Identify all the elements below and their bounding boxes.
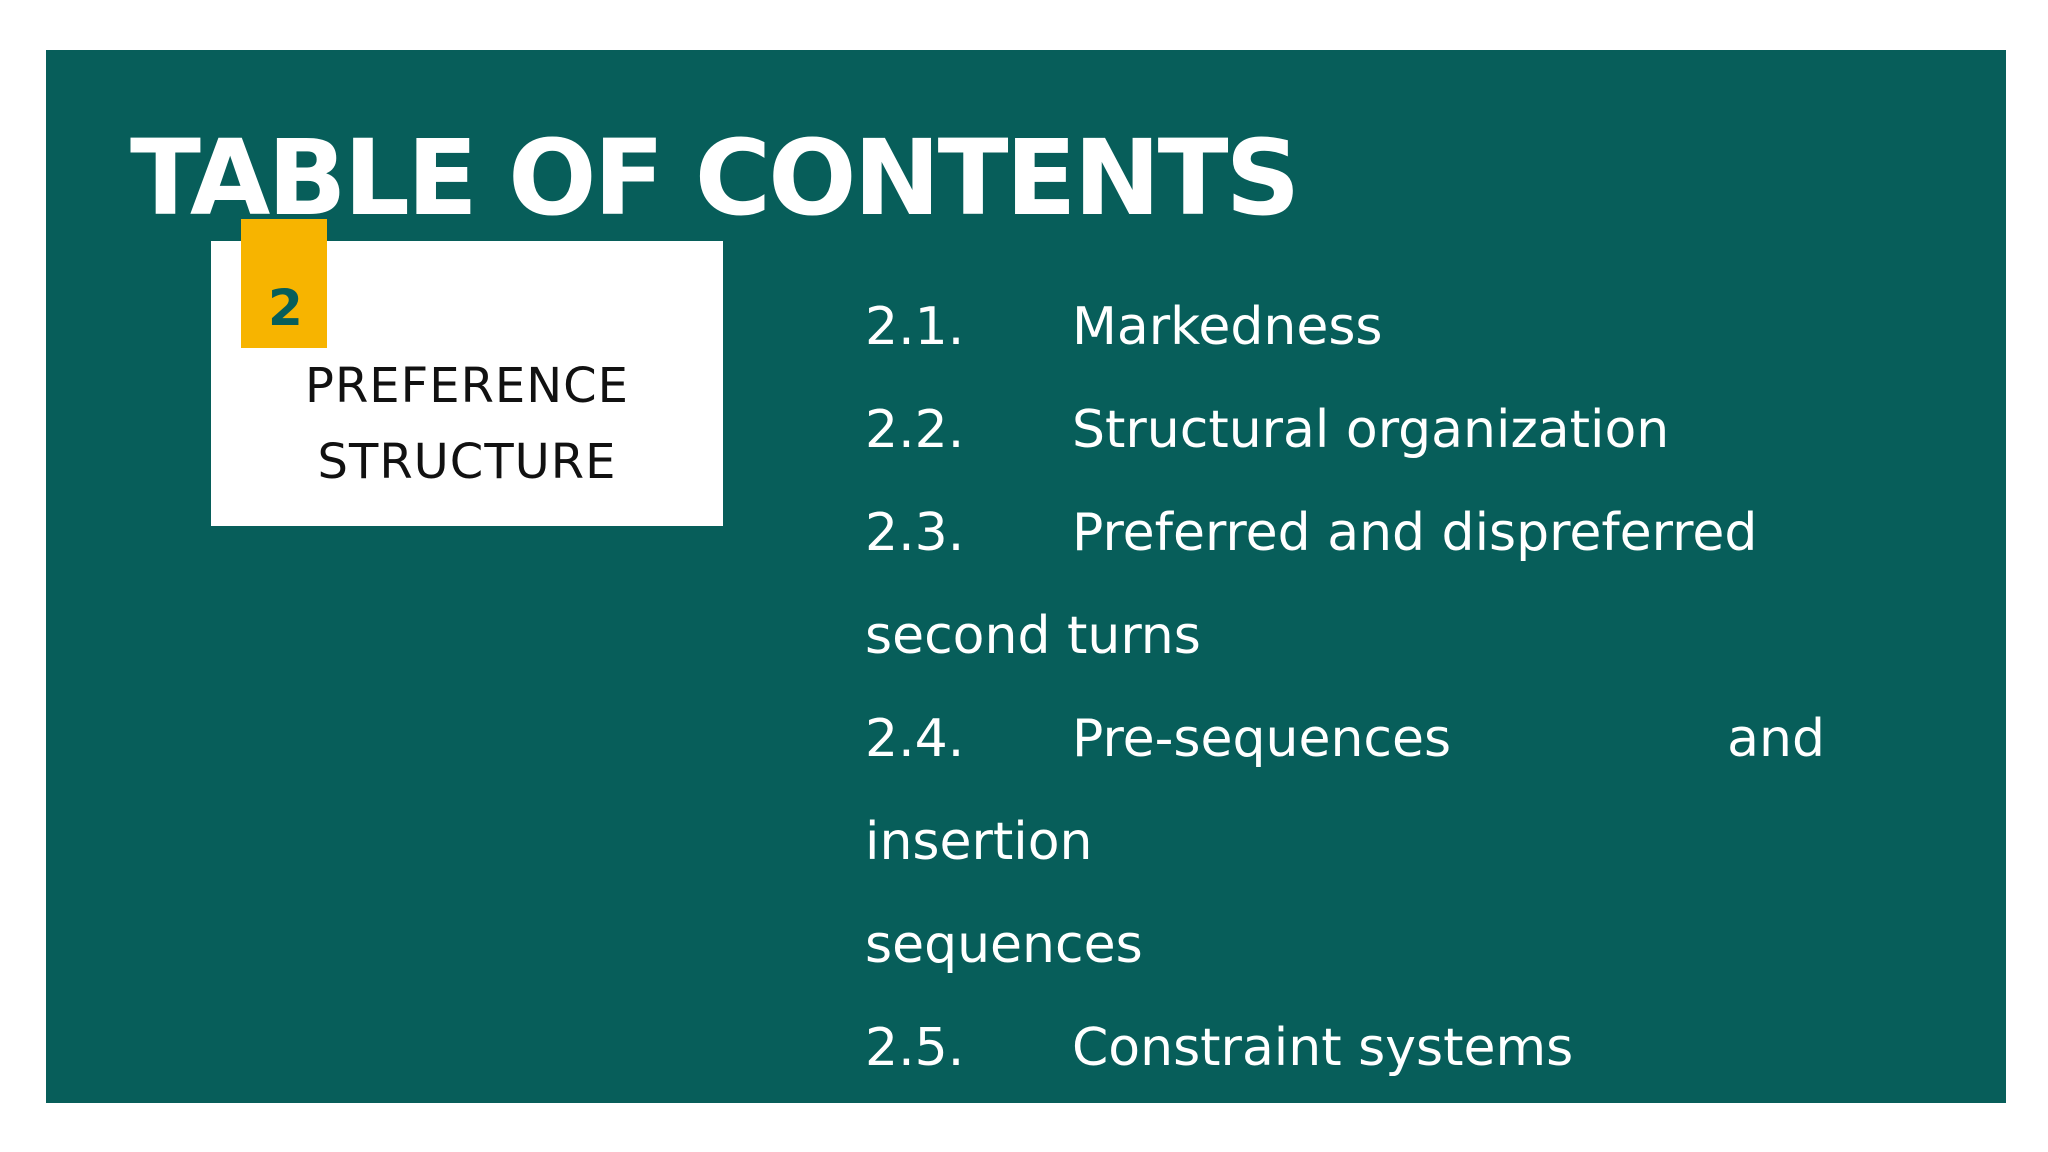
toc-item: 2.4. Pre-sequences and	[865, 688, 1825, 791]
section-title-line1: PREFERENCE	[305, 358, 629, 414]
toc-item-text: Constraint systems	[1072, 1018, 1574, 1078]
slide-panel: TABLE OF CONTENTS	[46, 50, 2006, 1103]
toc-item: 2.5. Constraint systems	[865, 997, 1825, 1078]
toc-item-continuation-text: insertion	[865, 812, 1093, 872]
toc-item-number: 2.2.	[865, 400, 965, 460]
section-title: PREFERENCE STRUCTURE	[211, 348, 723, 500]
toc-item: 2.3. Preferred and dispreferred	[865, 482, 1825, 585]
toc-item-text: Structural organization	[1072, 400, 1670, 460]
toc-item-continuation-text: sequences	[865, 915, 1143, 975]
toc-item-number: 2.3.	[865, 503, 965, 563]
toc-item-continuation-text: second turns	[865, 606, 1201, 666]
toc-item-number: 2.4.	[865, 709, 965, 769]
toc-item-number: 2.1.	[865, 297, 965, 357]
toc-list: 2.1. Markedness 2.2. Structural organiza…	[865, 276, 1825, 1078]
section-title-line2: STRUCTURE	[317, 434, 617, 490]
toc-item-continuation: second turns	[865, 585, 1825, 688]
toc-item-number: 2.5.	[865, 1018, 965, 1078]
toc-item-text: Markedness	[1072, 297, 1383, 357]
slide-title: TABLE OF CONTENTS	[130, 117, 1300, 239]
section-number-badge: 2	[241, 219, 327, 348]
toc-item-continuation: insertion	[865, 791, 1825, 894]
toc-item-text: Pre-sequences	[1072, 709, 1452, 769]
toc-item-text-right: and	[1727, 709, 1825, 769]
toc-item: 2.1. Markedness	[865, 276, 1825, 379]
toc-item-text: Preferred and dispreferred	[1072, 503, 1758, 563]
toc-item-continuation: sequences	[865, 894, 1825, 997]
toc-item: 2.2. Structural organization	[865, 379, 1825, 482]
